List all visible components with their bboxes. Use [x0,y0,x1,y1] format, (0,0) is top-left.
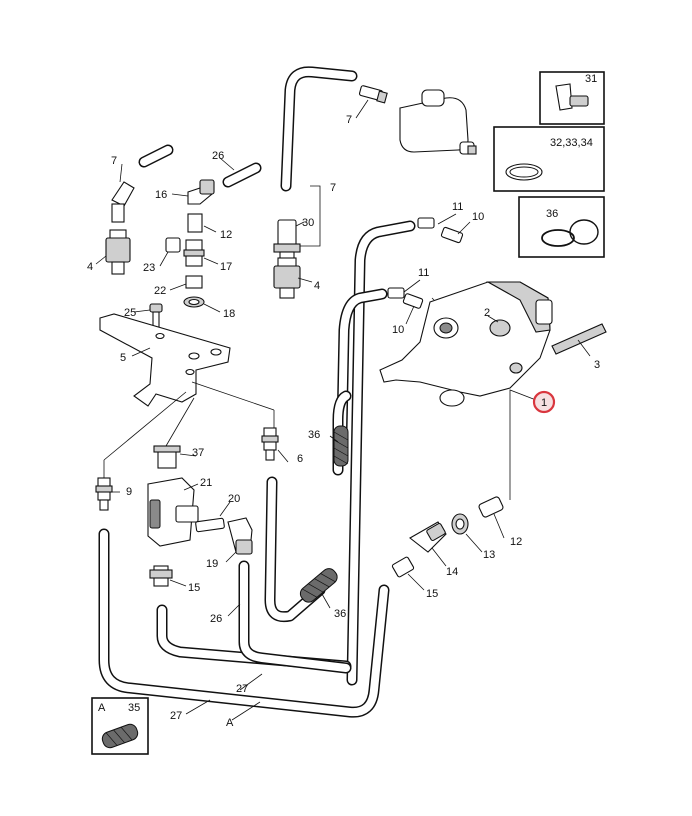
label-37: 37 [192,447,204,459]
label-5: 5 [120,352,126,364]
label-17: 17 [220,261,232,273]
fitting-9 [95,477,113,511]
label-26-bottom: 26 [210,613,222,625]
label-4-right: 4 [314,280,320,292]
inset-box-a-35 [91,697,149,755]
label-11-lower: 11 [418,267,429,279]
fitting-19 [227,517,253,555]
inset-box-36 [518,196,605,258]
label-35: 35 [128,702,140,714]
label-36-box: 36 [546,208,558,220]
label-22: 22 [154,285,166,297]
label-10-upper: 10 [472,211,484,223]
hose-lines [98,66,416,718]
fitting-6 [261,427,279,461]
stud-3 [551,323,607,355]
label-16: 16 [155,189,167,201]
label-25: 25 [124,307,136,319]
label-19: 19 [206,558,218,570]
label-18: 18 [223,308,235,320]
fitting-20 [195,517,225,533]
label-12-right: 12 [510,536,522,548]
label-13: 13 [483,549,495,561]
label-6: 6 [297,453,303,465]
label-21: 21 [200,477,212,489]
fitting-12-right [478,496,504,518]
label-1: 1 [541,397,547,409]
connector-4-right [273,257,301,299]
label-12-left: 12 [220,229,232,241]
highlight-callout-1[interactable]: 1 [532,390,556,414]
fitting-17 [183,239,205,267]
fitting-14 [409,521,447,553]
fitting-10-lower [402,293,424,309]
fitting-11-lower [387,287,405,299]
label-36-lower: 36 [334,608,346,620]
leader-lines [95,99,591,721]
inset-box-31 [539,71,605,125]
label-31: 31 [585,73,597,85]
label-14: 14 [446,566,458,578]
nut-18 [183,296,205,308]
label-a-box: A [98,702,106,714]
label-7-mid: 7 [330,182,336,194]
label-15-right: 15 [426,588,438,600]
valve-block-21 [147,445,199,547]
label-32-33-34: 32,33,34 [550,137,593,149]
bolt-25 [149,303,163,329]
fitting-15-left [149,565,173,587]
label-36-mid: 36 [308,429,320,441]
fitting-22 [185,275,203,289]
label-4-left: 4 [87,261,93,273]
inset-box-32-33-34 [493,126,605,192]
fitting-7-left [111,181,135,223]
label-7-left: 7 [111,155,117,167]
label-27-mid: 27 [236,683,248,695]
label-7-top: 7 [346,114,352,126]
label-20: 20 [228,493,240,505]
fitting-23 [165,237,181,253]
nut-13 [451,513,469,535]
label-30: 30 [302,217,314,229]
label-a-hose: A [226,717,234,729]
connector-30 [273,219,301,265]
fitting-7-top [358,85,388,104]
label-9: 9 [126,486,132,498]
label-2: 2 [484,307,490,319]
label-11-upper: 11 [452,201,463,213]
fluid-reservoir [399,89,477,155]
callout-labels: 2 3 4 4 5 6 7 7 7 9 10 10 11 11 12 12 13… [87,73,600,729]
fitting-11-upper [417,217,435,229]
power-steering-pump-1 [379,281,553,407]
label-10-lower: 10 [392,324,404,336]
label-26-top: 26 [212,150,224,162]
braided-sleeve-36 [299,425,349,603]
label-3: 3 [594,359,600,371]
label-23: 23 [143,262,155,274]
fitting-16 [187,179,215,205]
connector-4-left [105,229,131,275]
label-27-left: 27 [170,710,182,722]
mounting-bracket-5 [99,313,231,407]
fitting-12-left [187,213,203,233]
fitting-10-upper [440,226,464,244]
label-15-left: 15 [188,582,200,594]
fitting-15-right [391,556,415,578]
